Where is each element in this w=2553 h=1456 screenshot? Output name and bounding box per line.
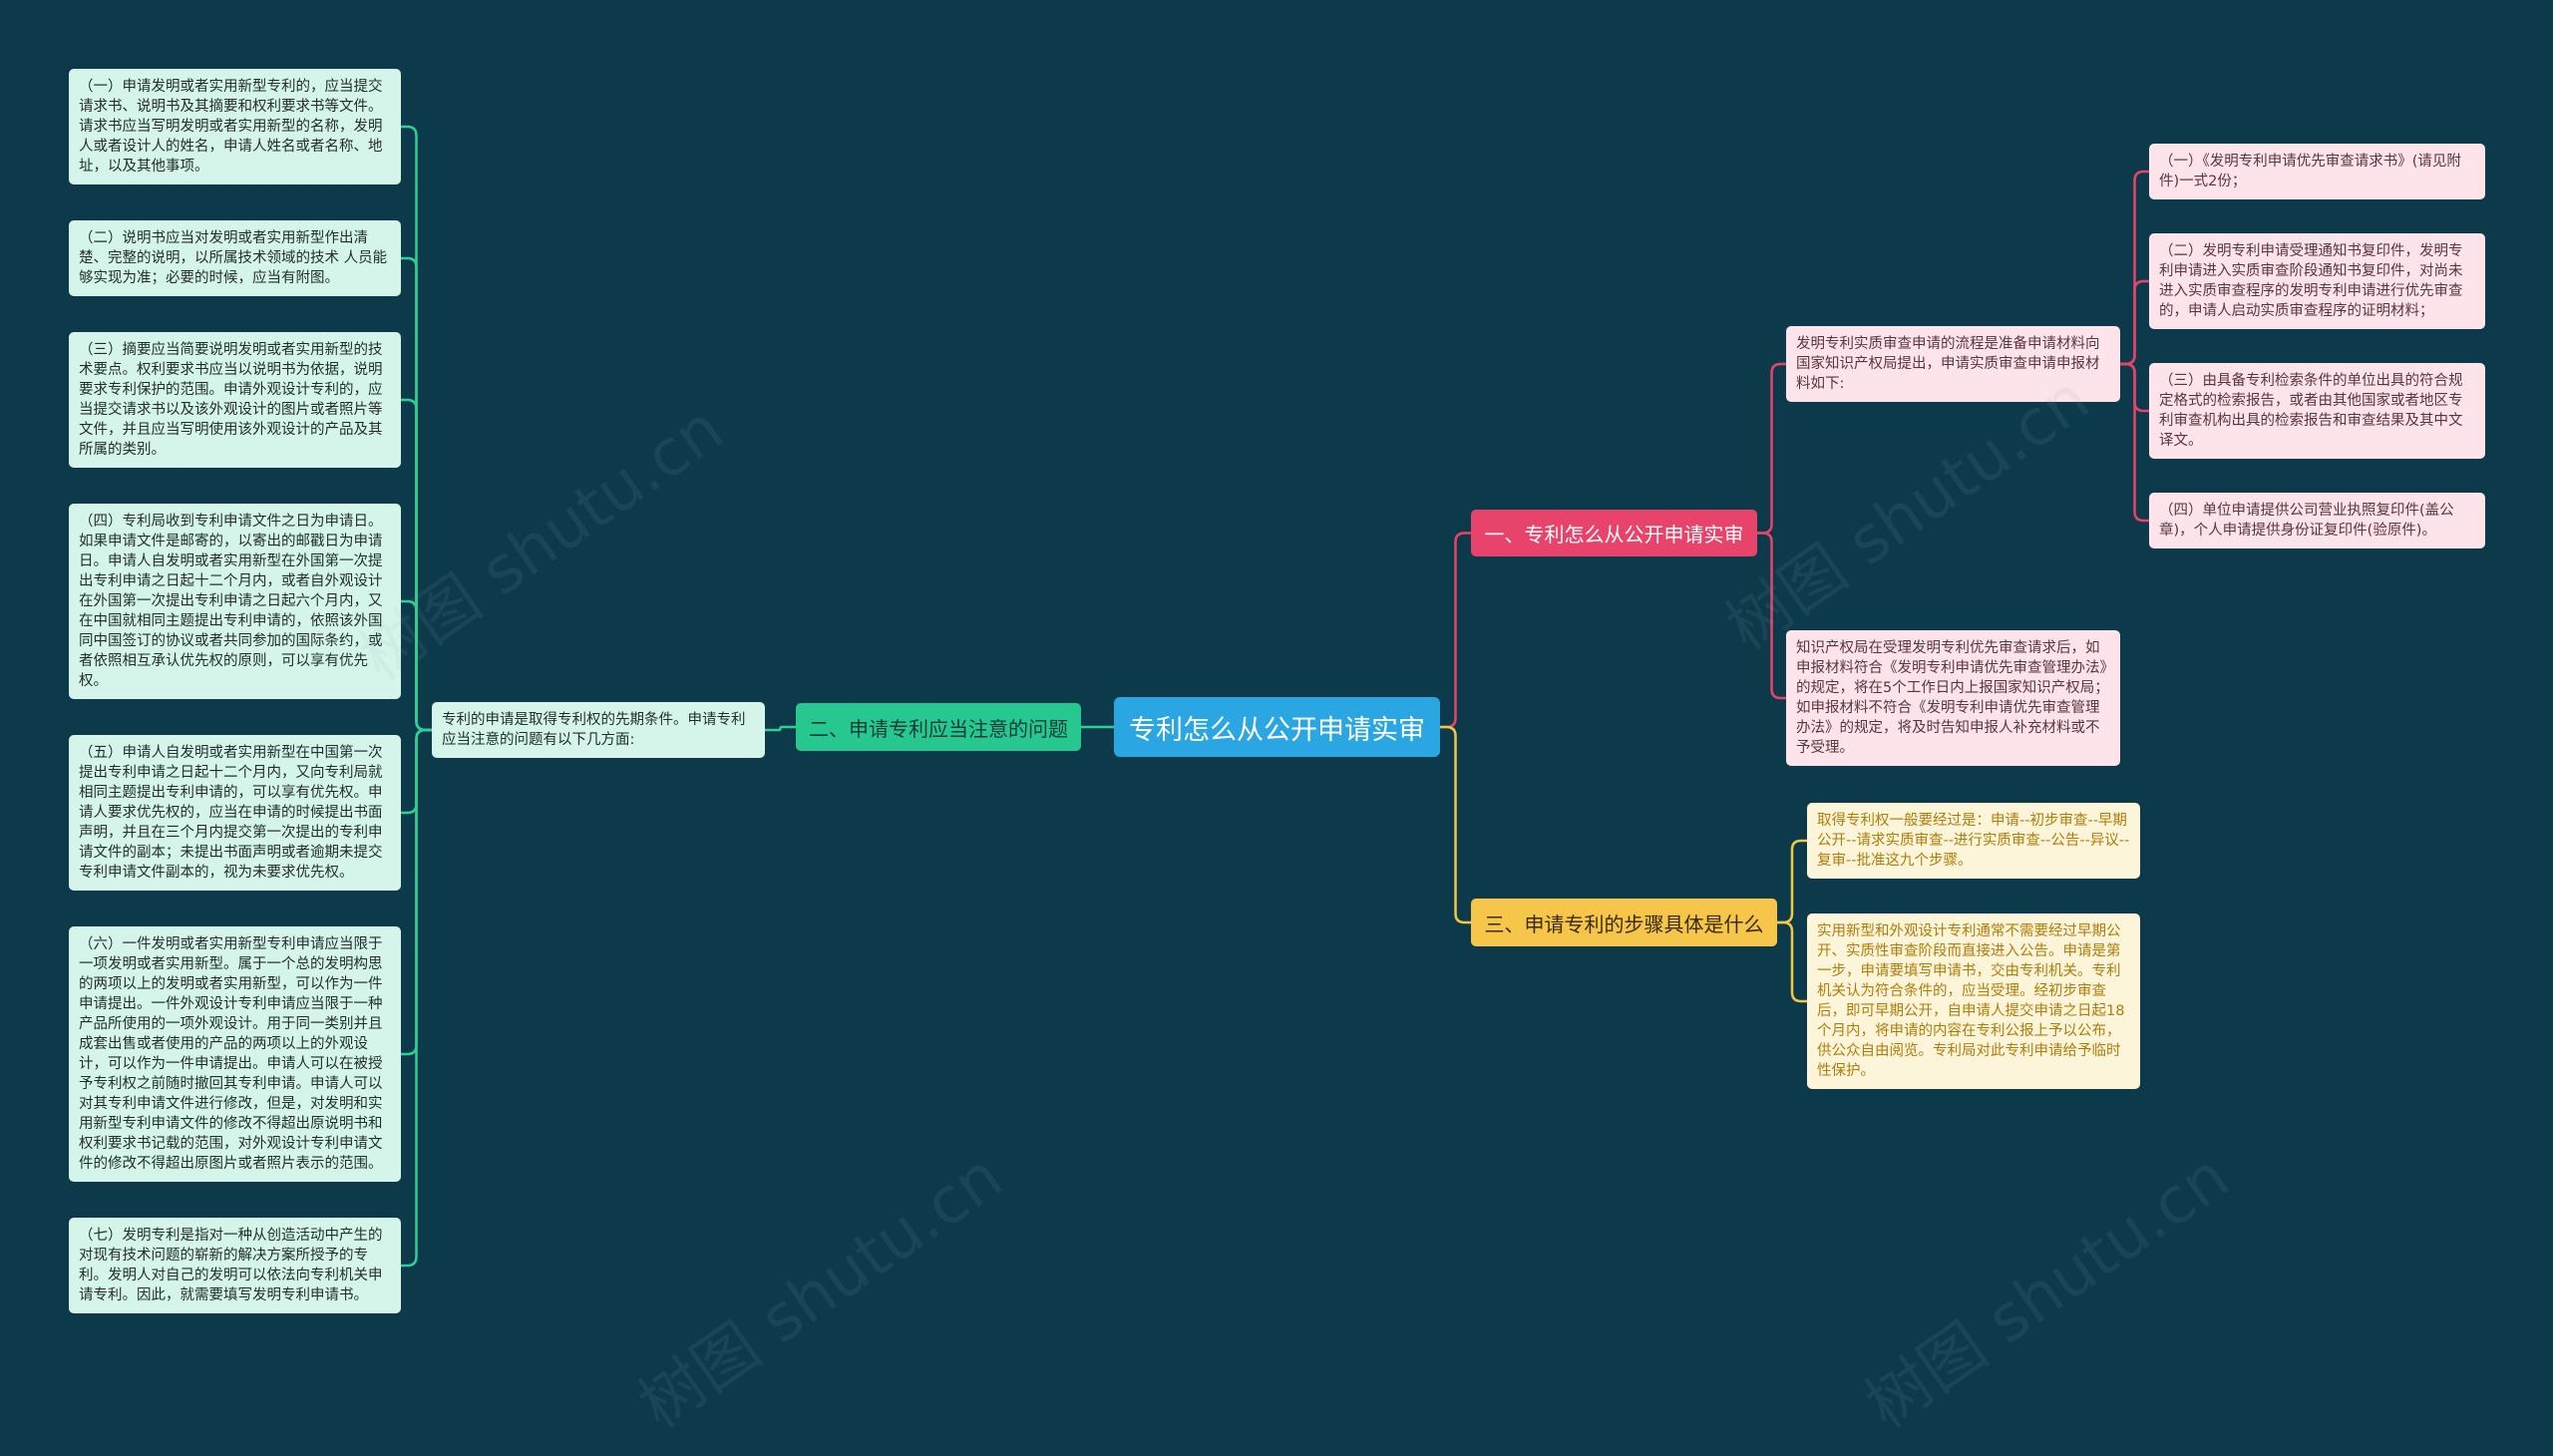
connector-line: [401, 728, 432, 1056]
examination-process[interactable]: 发明专利实质审查申请的流程是准备申请材料向国家知识产权局提出，申请实质审查申请申…: [1786, 326, 2120, 402]
connector-line: [2120, 362, 2149, 523]
connector-line: [401, 728, 432, 1268]
branch-application-steps[interactable]: 三、申请专利的步骤具体是什么: [1471, 899, 1777, 946]
connector-line: [401, 256, 432, 732]
watermark-text: 树图 shutu.cn: [626, 1139, 1016, 1443]
precaution-item-6[interactable]: （六）一件发明或者实用新型专利申请应当限于一项发明或者实用新型。属于一个总的发明…: [69, 926, 401, 1182]
material-item-4[interactable]: （四）单位申请提供公司营业执照复印件(盖公章)，个人申请提供身份证复印件(验原件…: [2149, 493, 2485, 548]
material-item-2[interactable]: （二）发明专利申请受理通知书复印件，发明专利申请进入实质审查阶段通知书复印件，对…: [2149, 233, 2485, 329]
step-item-1[interactable]: 取得专利权一般要经过是：申请--初步审查--早期公开--请求实质审查--进行实质…: [1807, 803, 2140, 879]
precaution-item-7[interactable]: （七）发明专利是指对一种从创造活动中产生的对现有技术问题的崭新的解决方案所授予的…: [69, 1218, 401, 1313]
precaution-item-4[interactable]: （四）专利局收到专利申请文件之日为申请日。如果申请文件是邮寄的，以寄出的邮戳日为…: [69, 504, 401, 699]
branch-precautions[interactable]: 二、申请专利应当注意的问题: [796, 703, 1081, 751]
watermark-text: 树图 shutu.cn: [1853, 1139, 2243, 1443]
connector-line: [401, 599, 432, 732]
connector-line: [1757, 362, 1786, 535]
connector-line: [1440, 725, 1471, 924]
precaution-item-3[interactable]: （三）摘要应当简要说明发明或者实用新型的技术要点。权利要求书应当以说明书为依据，…: [69, 332, 401, 468]
connector-line: [401, 125, 432, 732]
precaution-item-2[interactable]: （二）说明书应当对发明或者实用新型作出清楚、完整的说明，以所属技术领域的技术 人…: [69, 220, 401, 296]
step-item-2[interactable]: 实用新型和外观设计专利通常不需要经过早期公开、实质性审查阶段而直接进入公告。申请…: [1807, 913, 2140, 1089]
connector-line: [2120, 362, 2149, 413]
examination-acceptance[interactable]: 知识产权局在受理发明专利优先审查请求后，如申报材料符合《发明专利申请优先审查管理…: [1786, 630, 2120, 766]
connector-line: [1777, 839, 1807, 924]
connector-line: [1777, 920, 1807, 1003]
precautions-intro[interactable]: 专利的申请是取得专利权的先期条件。申请专利应当注意的问题有以下几方面:: [432, 702, 765, 758]
connector-line: [765, 725, 796, 732]
materials-list: （一）《发明专利申请优先审查请求书》(请见附件)一式2份； （二）发明专利申请受…: [2149, 144, 2485, 548]
central-topic[interactable]: 专利怎么从公开申请实审: [1114, 697, 1440, 757]
connector-line: [2120, 170, 2149, 366]
precaution-item-1[interactable]: （一）申请发明或者实用新型专利的，应当提交请求书、说明书及其摘要和权利要求书等文…: [69, 69, 401, 184]
connector-line: [1440, 532, 1471, 729]
branch-public-examination[interactable]: 一、专利怎么从公开申请实审: [1471, 510, 1757, 556]
precautions-list: （一）申请发明或者实用新型专利的，应当提交请求书、说明书及其摘要和权利要求书等文…: [69, 69, 401, 1313]
connector-line: [1757, 532, 1786, 700]
connector-line: [401, 728, 432, 815]
material-item-3[interactable]: （三）由具备专利检索条件的单位出具的符合规定格式的检索报告，或者由其他国家或者地…: [2149, 363, 2485, 459]
steps-list: 取得专利权一般要经过是：申请--初步审查--早期公开--请求实质审查--进行实质…: [1807, 803, 2140, 1089]
connector-line: [2120, 279, 2149, 366]
precaution-item-5[interactable]: （五）申请人自发明或者实用新型在中国第一次提出专利申请之日起十二个月内，又向专利…: [69, 735, 401, 891]
connector-line: [401, 398, 432, 732]
material-item-1[interactable]: （一）《发明专利申请优先审查请求书》(请见附件)一式2份；: [2149, 144, 2485, 199]
